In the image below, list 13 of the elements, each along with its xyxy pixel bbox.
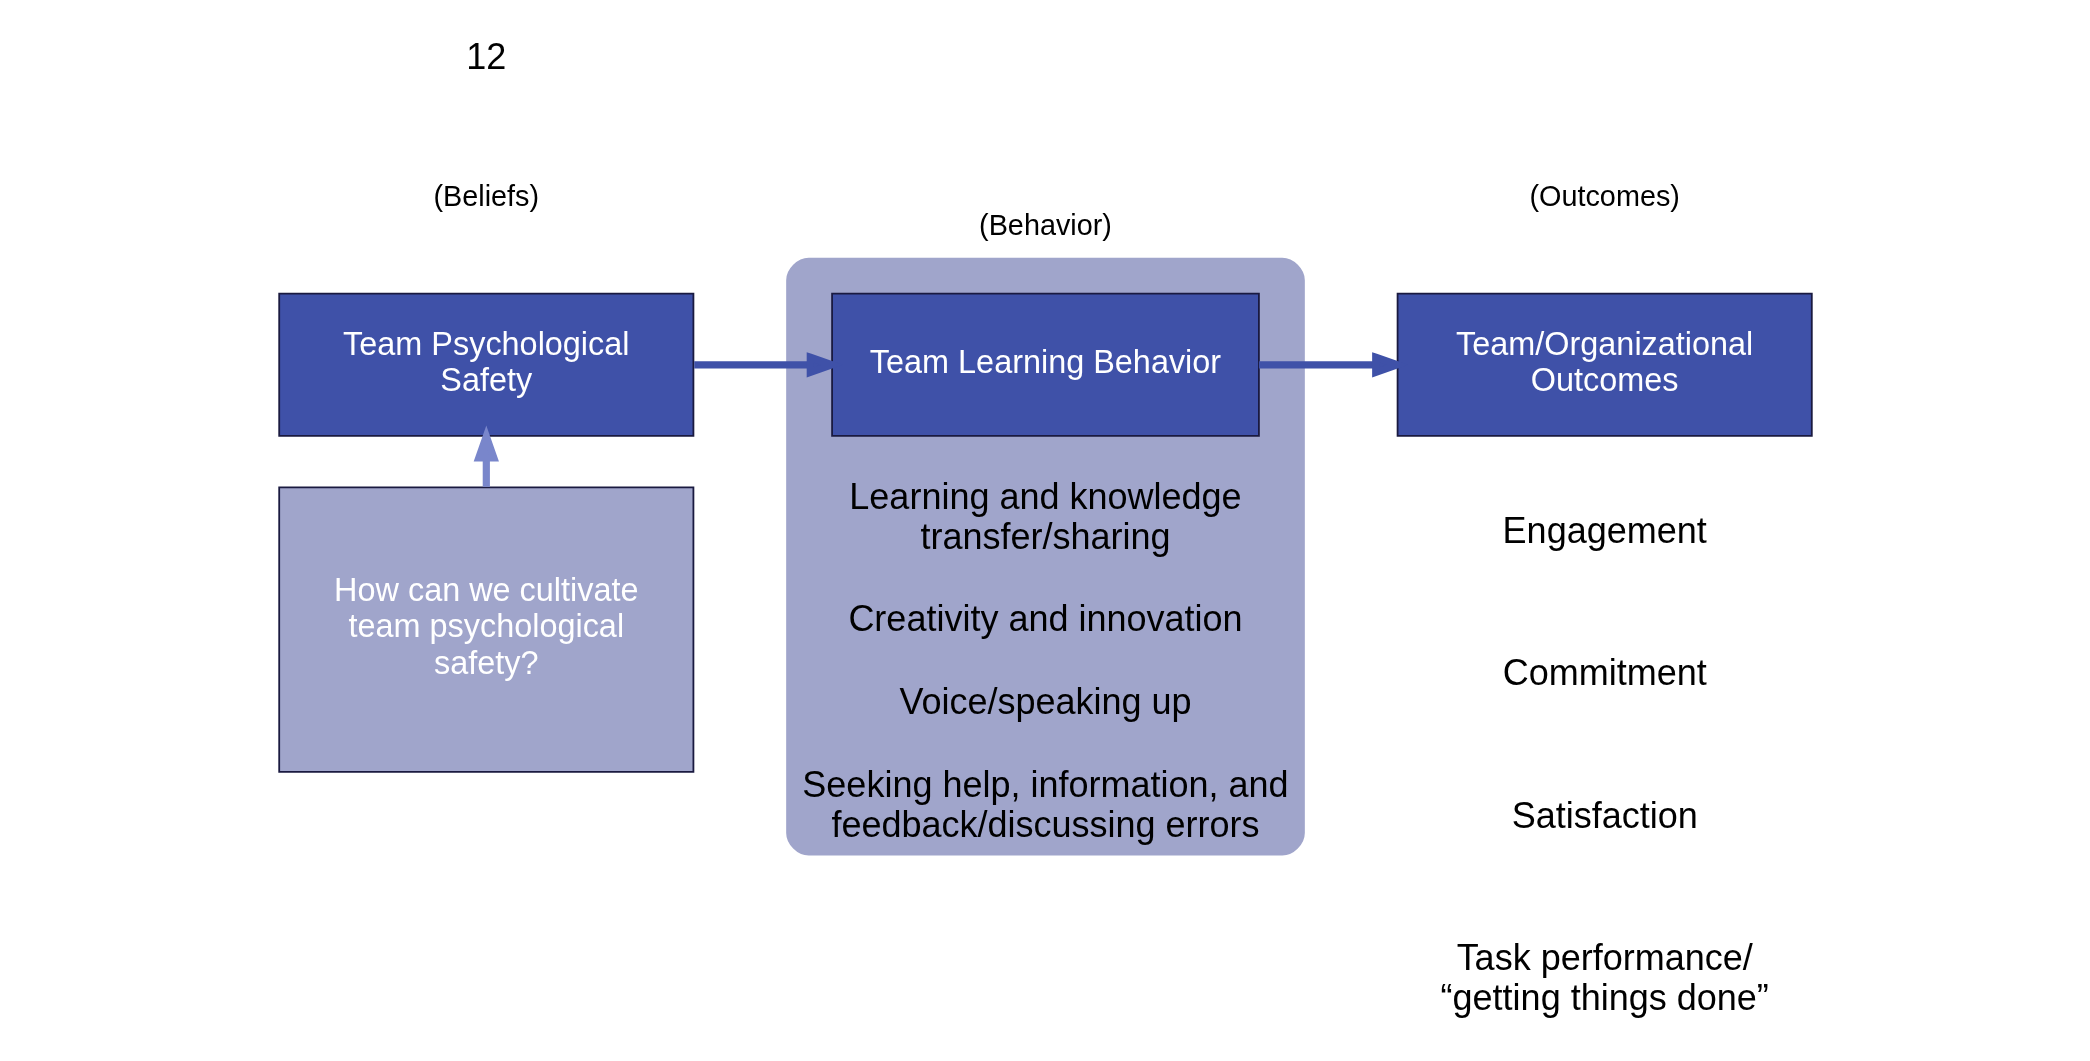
label: Task performance/ “getting things done” <box>1440 936 1769 1018</box>
node-box: Team/Organizational Outcomes <box>1396 292 1813 437</box>
label: Engagement <box>1502 510 1707 552</box>
label: Commitment <box>1502 652 1707 694</box>
node-label: (Beliefs) <box>433 179 539 212</box>
label: 12 <box>465 36 506 78</box>
node-label: (Behavior) <box>978 208 1112 241</box>
label: Satisfaction <box>1511 794 1698 836</box>
node-box: Team Psychological Safety <box>277 292 694 437</box>
node-box: How can we cultivate team psychological safety? <box>277 486 694 773</box>
arrow <box>473 425 499 487</box>
node-label: (Outcomes) <box>1528 179 1680 212</box>
node-box: Team Learning Behavior <box>830 292 1260 437</box>
